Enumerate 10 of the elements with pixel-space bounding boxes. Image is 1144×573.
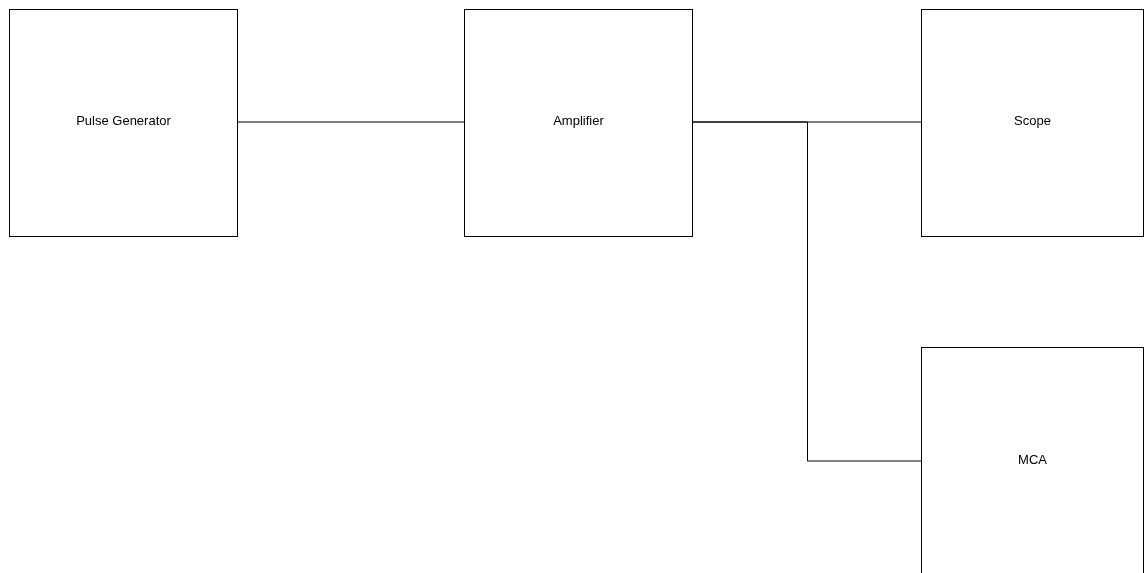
block-box: [9, 9, 238, 237]
block-label: MCA: [1018, 451, 1047, 467]
block-box: [921, 9, 1144, 237]
block-box: [464, 9, 693, 237]
connector-line: [237, 121, 465, 123]
block-label: Amplifier: [553, 112, 604, 128]
block-box: [921, 347, 1144, 573]
block-label: Pulse Generator: [76, 112, 171, 128]
connector-line: [692, 121, 922, 462]
block-label: Scope: [1014, 112, 1051, 128]
